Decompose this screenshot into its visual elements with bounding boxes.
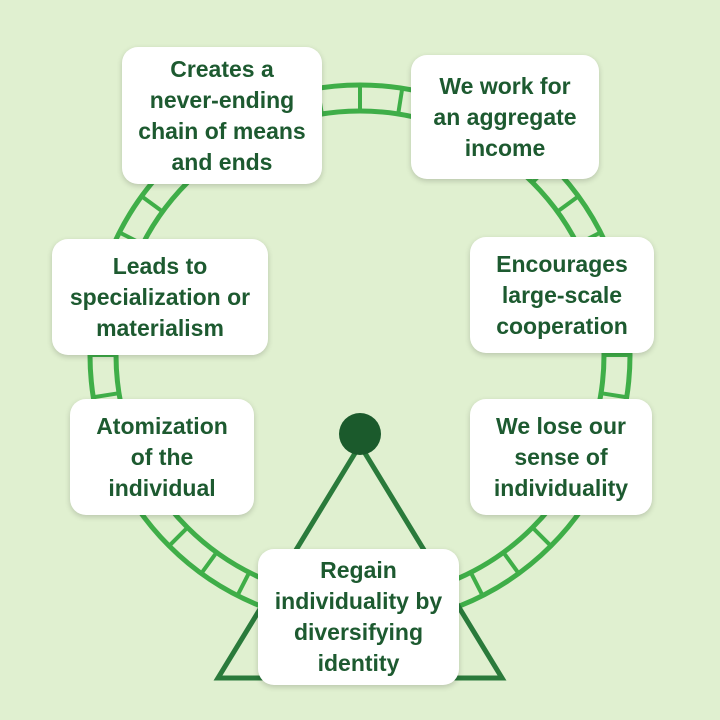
wheel-rung [531, 526, 553, 548]
step-box-lose: We lose our sense of individuality [470, 399, 652, 515]
step-text-regain: Regain individuality by diversifying ide… [274, 557, 443, 676]
step-box-aggregate: We work for an aggregate income [411, 55, 599, 179]
step-box-specialization: Leads to specialization or materialism [52, 239, 268, 355]
step-text-aggregate: We work for an aggregate income [433, 72, 577, 161]
wheel-rung [140, 194, 164, 214]
wheel-rung [167, 526, 189, 548]
wheel-rung [468, 571, 485, 597]
step-text-chain: Creates a never-ending chain of means an… [138, 55, 306, 175]
step-text-cooperation: Encourages large-scale cooperation [496, 250, 628, 339]
wheel-rung [556, 194, 580, 214]
wheel-inner-rail [113, 108, 607, 602]
step-text-lose: We lose our sense of individuality [493, 412, 629, 501]
wheel-rung [93, 391, 120, 400]
wheel-pivot [339, 413, 381, 455]
wheel-rung [396, 88, 405, 115]
wheel-rung [501, 551, 521, 575]
wheel-rung [600, 391, 627, 400]
step-box-chain: Creates a never-ending chain of means an… [122, 47, 322, 184]
step-text-specialization: Leads to specialization or materialism [69, 252, 251, 341]
step-box-atomization: Atomization of the individual [70, 399, 254, 515]
step-box-cooperation: Encourages large-scale cooperation [470, 237, 654, 353]
wheel-rung [235, 571, 252, 597]
step-text-atomization: Atomization of the individual [96, 412, 228, 501]
step-box-regain: Regain individuality by diversifying ide… [258, 549, 459, 685]
wheel-rung [199, 551, 219, 575]
